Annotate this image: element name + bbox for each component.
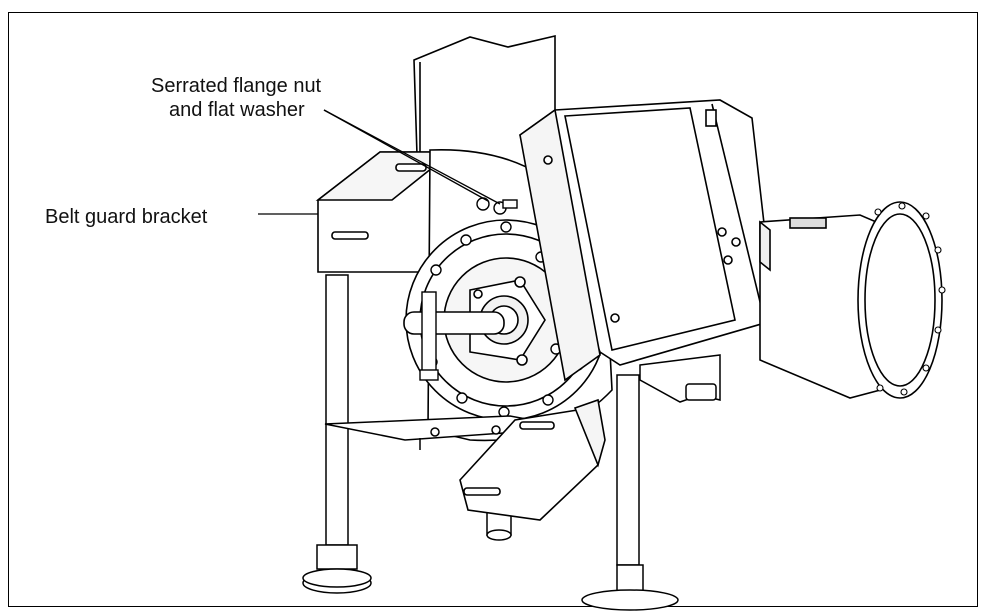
hub-clamp (419, 291, 439, 381)
callout-line-1: Serrated flange nut (151, 75, 322, 97)
motor-mount-box (519, 99, 776, 382)
belt-guard-callout: Belt guard bracket (45, 205, 207, 229)
left-rear-leg (302, 274, 372, 594)
flange-nut-callout: Serrated flange nut and flat washer (151, 74, 321, 122)
lower-belt-guard-bracket (459, 398, 606, 521)
callout-line-2: and flat washer (169, 99, 305, 121)
right-front-leg (581, 374, 679, 611)
motor-clamp (639, 354, 721, 403)
belt-guard-bracket (315, 151, 459, 273)
motor-cylinder (759, 201, 943, 399)
leader-lines (258, 109, 501, 215)
motor-flange-bolts (874, 202, 946, 396)
belt-guard-label: Belt guard bracket (45, 206, 208, 228)
